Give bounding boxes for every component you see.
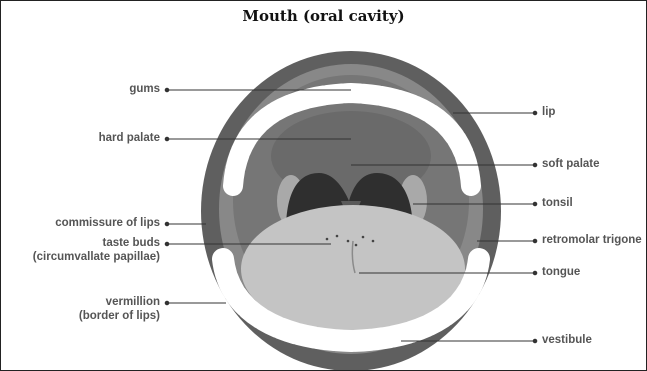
label-taste-buds-sub: (circumvallate papillae) bbox=[33, 251, 160, 264]
label-tonsil: tonsil bbox=[542, 197, 573, 210]
label-soft-palate: soft palate bbox=[542, 158, 600, 171]
label-hard-palate: hard palate bbox=[99, 132, 160, 145]
label-taste-buds: taste buds bbox=[102, 237, 160, 250]
label-vermillion-sub: (border of lips) bbox=[79, 310, 160, 323]
label-vestibule: vestibule bbox=[542, 334, 592, 347]
label-gums: gums bbox=[129, 83, 160, 96]
label-tongue: tongue bbox=[542, 266, 580, 279]
label-commissure: commissure of lips bbox=[55, 217, 160, 230]
label-retromolar: retromolar trigone bbox=[542, 234, 642, 247]
label-lip: lip bbox=[542, 106, 555, 119]
label-vermillion: vermillion bbox=[106, 296, 160, 309]
